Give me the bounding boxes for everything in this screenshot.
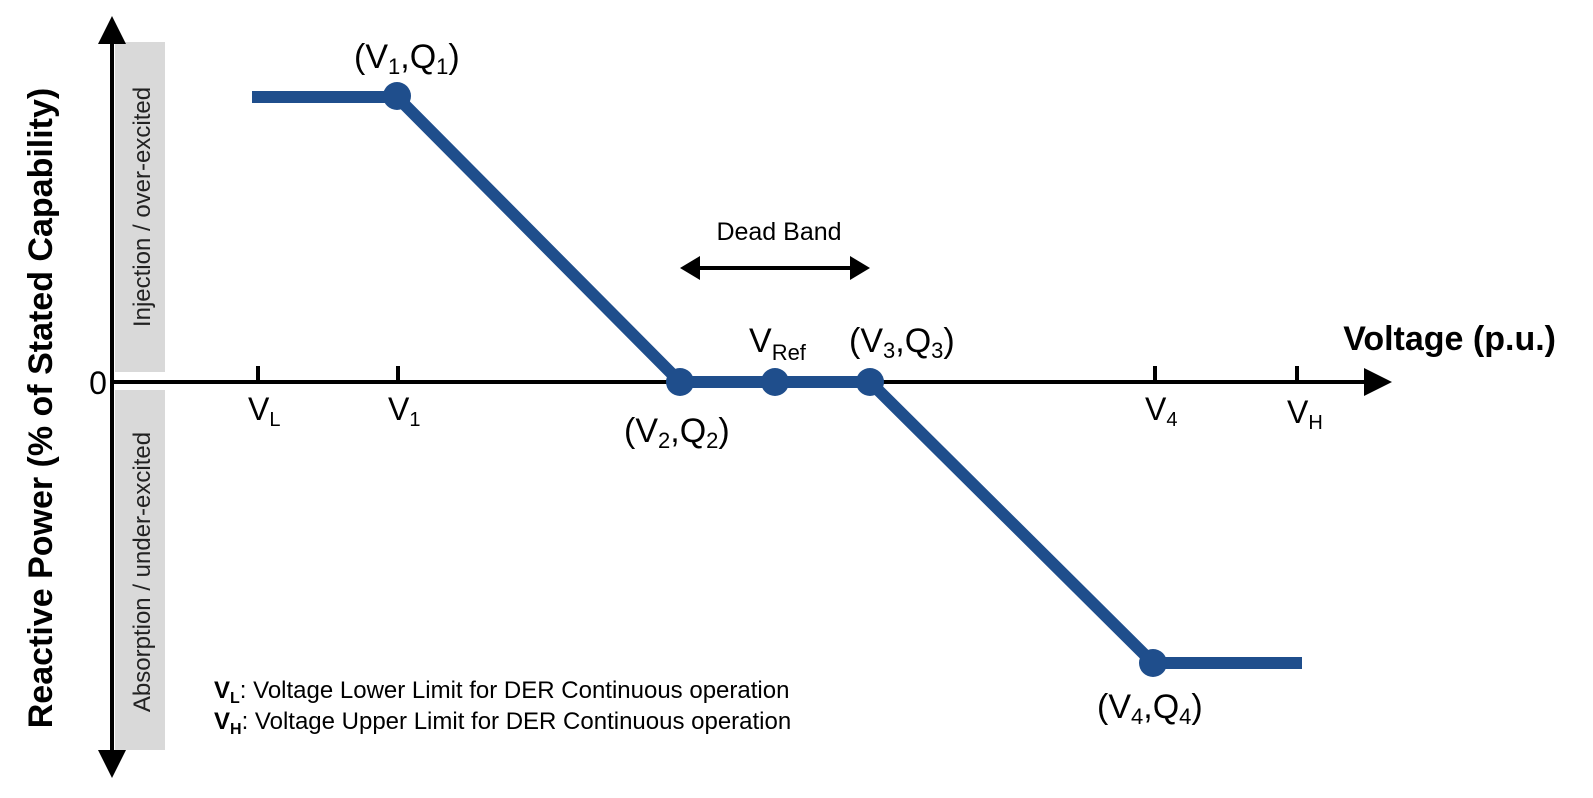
dead-band-label: Dead Band — [716, 218, 841, 246]
zero-label: 0 — [89, 365, 107, 401]
label-vref: VRef — [749, 322, 807, 365]
lower-region-band — [115, 390, 165, 750]
y-axis-title: Reactive Power (% of Stated Capability) — [22, 88, 60, 729]
note-vh: VH: Voltage Upper Limit for DER Continuo… — [214, 708, 791, 738]
upper-region-label: Injection / over-excited — [129, 87, 156, 327]
point-v1-q1 — [383, 82, 411, 110]
x-axis-arrow — [1364, 368, 1392, 396]
dead-band-arrow — [680, 256, 870, 280]
lower-region-label: Absorption / under-excited — [129, 432, 156, 712]
label-v1-q1: (V1,Q1) — [354, 38, 460, 79]
point-v3-q3 — [856, 368, 884, 396]
dead-band-right-arrowhead — [850, 256, 870, 280]
x-axis-title: Voltage (p.u.) — [1343, 320, 1556, 358]
note-vl: VL: Voltage Lower Limit for DER Continuo… — [214, 677, 789, 707]
label-v3-q3: (V3,Q3) — [849, 322, 955, 363]
y-axis — [98, 16, 126, 778]
tick-label-vh: VH — [1287, 394, 1323, 434]
x-ticks — [256, 366, 1299, 382]
point-v2-q2 — [666, 368, 694, 396]
tick-label-v4: V4 — [1145, 391, 1177, 431]
y-axis-top-arrow — [98, 16, 126, 44]
upper-region-band — [115, 42, 165, 372]
dead-band-left-arrowhead — [680, 256, 700, 280]
label-v4-q4: (V4,Q4) — [1097, 688, 1203, 729]
y-axis-bottom-arrow — [98, 750, 126, 778]
point-vref — [761, 368, 789, 396]
label-v2-q2: (V2,Q2) — [624, 412, 730, 453]
tick-label-vl: VL — [248, 391, 280, 431]
tick-label-v1: V1 — [388, 391, 420, 431]
point-v4-q4 — [1139, 649, 1167, 677]
